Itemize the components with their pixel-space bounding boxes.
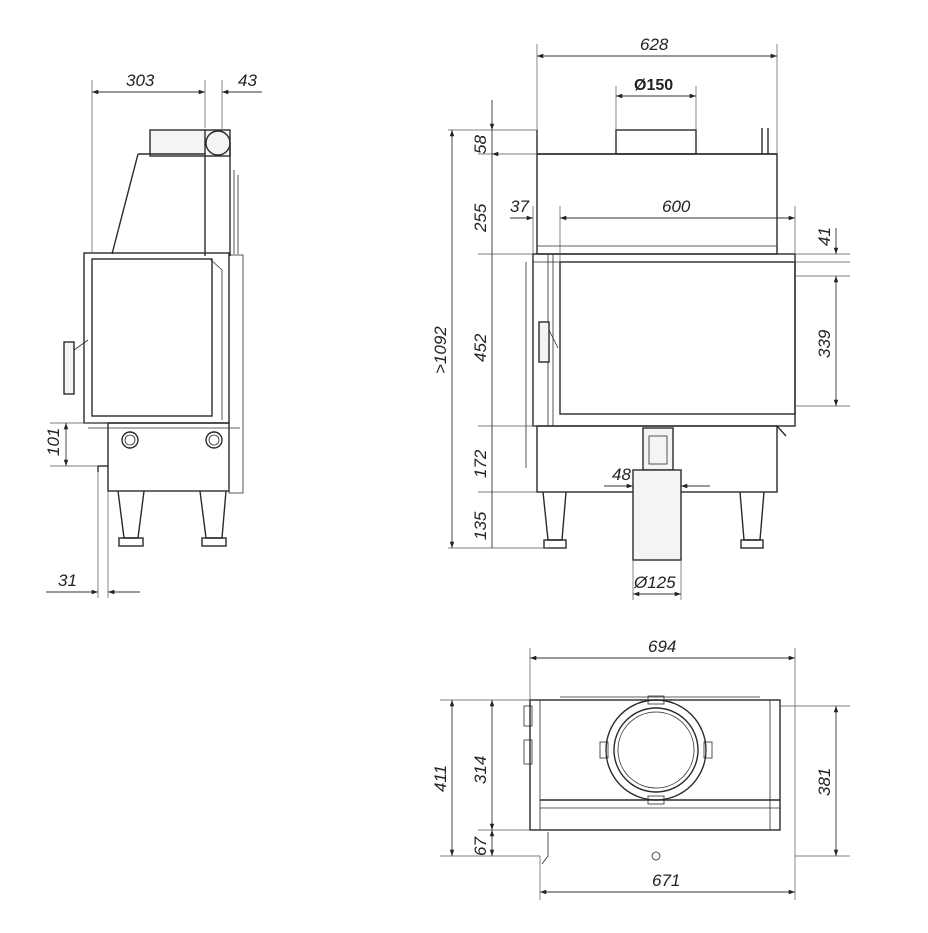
- dim-front-glass-offset: 37: [510, 197, 529, 216]
- top-body: [529, 699, 781, 831]
- dim-side-flue-offset: 43: [238, 71, 257, 90]
- dim-front-upper-section: 255: [471, 203, 490, 233]
- side-lower-box: [107, 422, 230, 492]
- front-leg-right: [739, 491, 765, 541]
- dim-top-total-depth: 411: [431, 765, 450, 792]
- top-flue-ring: [605, 699, 707, 801]
- dim-top-body-depth: 314: [471, 756, 490, 784]
- dim-front-total-height: >1092: [431, 326, 450, 374]
- dim-top-right-depth: 381: [815, 768, 834, 796]
- dim-top-total-width: 694: [648, 637, 676, 656]
- side-handle: [63, 341, 75, 395]
- front-air-box: [642, 427, 674, 471]
- front-door-frame: [532, 253, 796, 427]
- side-slanted-back: [111, 153, 139, 255]
- front-view: 628 Ø150 58 255 452 172 135 >1092 37 600: [431, 35, 850, 600]
- dim-front-glass-height: 339: [815, 329, 834, 358]
- front-leg-left: [542, 491, 567, 541]
- dim-side-foot-offset: 31: [58, 571, 77, 590]
- side-body: [83, 252, 230, 424]
- dim-side-depth: 303: [126, 71, 155, 90]
- dim-front-glass-top-offset: 41: [815, 227, 834, 246]
- dim-flue-outlet-diameter: Ø150: [634, 77, 673, 94]
- side-leg-front: [117, 490, 145, 539]
- side-view: 303 43 101 31: [44, 71, 262, 598]
- dim-top-front-depth: 67: [471, 837, 490, 856]
- front-flue-outlet: [615, 129, 697, 155]
- top-view: 694 411 314 67 381 671: [431, 637, 850, 900]
- dim-front-base-section: 172: [471, 449, 490, 478]
- dim-side-base-height: 101: [44, 428, 63, 456]
- side-flue-collar: [149, 129, 231, 157]
- side-leg-back: [199, 490, 227, 539]
- dim-front-legs-height: 135: [471, 511, 490, 540]
- dim-front-door-height: 452: [471, 333, 490, 362]
- dim-air-inlet-diameter: Ø125: [633, 573, 676, 592]
- side-glass: [91, 258, 213, 417]
- dim-top-bottom-width: 671: [652, 871, 680, 890]
- front-air-pipe: [632, 469, 682, 561]
- dim-front-air-inlet-offset: 48: [612, 465, 631, 484]
- front-glass: [559, 261, 796, 415]
- front-hood: [536, 153, 778, 255]
- dim-front-total-width: 628: [640, 35, 669, 54]
- dim-front-glass-width: 600: [662, 197, 691, 216]
- front-handle: [538, 321, 550, 363]
- dim-front-top-section: 58: [471, 135, 490, 154]
